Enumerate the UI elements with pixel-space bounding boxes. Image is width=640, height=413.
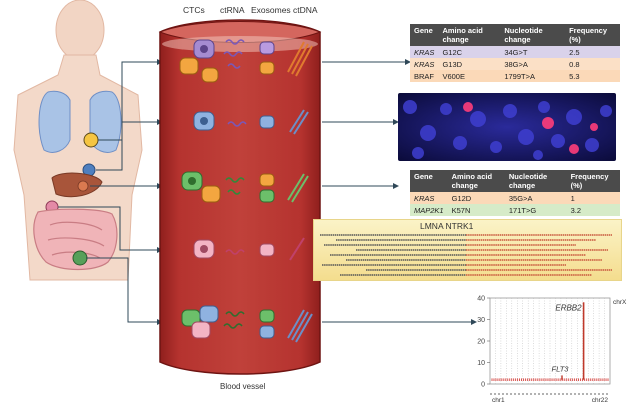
ctc-nucleus-3	[188, 177, 196, 185]
sequence-reads	[320, 234, 612, 276]
header-ctrna: ctRNA	[220, 5, 245, 15]
freq-cell: 2.5	[569, 47, 580, 57]
exosome-1	[259, 41, 275, 55]
freq-cell: 1	[570, 193, 575, 203]
blood-vessel	[158, 19, 322, 375]
fluorescence-micrograph	[398, 93, 616, 161]
nt-cell: 34G>T	[504, 47, 528, 57]
vessel-caption: Blood vessel	[220, 382, 266, 391]
chart-ytick-label: 40	[477, 296, 485, 303]
t1-col-nt: Nucleotide change	[500, 24, 566, 46]
ctrna-strands	[223, 39, 245, 69]
row3-components	[181, 171, 309, 203]
ctc-cell-orange	[179, 57, 199, 75]
row1-components	[179, 39, 313, 83]
table-row: KRAS G12D 35G>A 1	[410, 192, 620, 204]
vessel-body	[159, 19, 321, 375]
ctc-cell-pink-2	[191, 321, 211, 339]
gene-cell: KRAS	[414, 59, 435, 69]
t1-col-gene: Gene	[410, 24, 439, 46]
chart-ytick-label: 20	[477, 339, 485, 346]
mutation-table-2: Gene Amino acid change Nucleotide change…	[410, 170, 620, 216]
nt-cell: 1799T>A	[504, 71, 535, 81]
exosome-6	[259, 243, 275, 257]
freq-cell: 3.2	[570, 205, 582, 215]
header-exosomes: Exosomes	[251, 5, 291, 15]
nt-cell: 38G>A	[504, 59, 528, 69]
ctrna-strands-5	[223, 311, 245, 329]
t2-col-gene: Gene	[410, 170, 448, 192]
chart-x-end-label: chr22	[592, 397, 609, 404]
chart-ytick-label: 0	[481, 382, 485, 389]
row2-components	[193, 109, 309, 135]
ctc-cell-orange-3	[201, 185, 221, 203]
exosome-3	[259, 115, 275, 129]
chart-label-flt3: FLT3	[552, 364, 570, 373]
exosome-7	[259, 309, 275, 323]
t2-col-nt: Nucleotide change	[504, 170, 567, 192]
fusion-title: LMNA NTRK1	[420, 221, 474, 231]
t2-col-aa: Amino acid change	[447, 170, 505, 192]
table-row: BRAF V600E 1799T>A 5.3	[410, 70, 620, 82]
chart-ytick-label: 30	[477, 317, 485, 324]
aa-cell: G12D	[451, 193, 472, 203]
row5-components	[181, 305, 313, 343]
header-ctcs: CTCs	[183, 5, 205, 15]
table-row: KRAS G12C 34G>T 2.5	[410, 46, 620, 58]
t1-col-freq: Frequency (%)	[565, 24, 620, 46]
row4-components	[193, 237, 305, 261]
micrograph-image	[398, 93, 616, 161]
chart-ytick-label: 10	[477, 360, 485, 367]
arrow-row1	[98, 59, 163, 141]
aa-cell: K57N	[451, 205, 471, 215]
freq-cell: 5.3	[569, 71, 580, 81]
ctrna-strands-3	[225, 177, 245, 195]
exosome-8	[259, 325, 275, 339]
header-ctdna: ctDNA	[293, 5, 318, 15]
t2-col-freq: Frequency (%)	[566, 170, 620, 192]
aa-cell: G13D	[442, 59, 463, 69]
ctc-nucleus	[200, 45, 208, 53]
arrow-row5	[86, 257, 163, 325]
mutation-table-1: Gene Amino acid change Nucleotide change…	[410, 24, 620, 82]
nt-cell: 171T>G	[508, 205, 537, 215]
ctdna-fragments-2	[289, 109, 309, 135]
ctc-cell-blue-2	[199, 305, 219, 323]
nt-cell: 35G>A	[508, 193, 533, 203]
chart-x-start-label: chr1	[492, 397, 505, 404]
liver	[51, 172, 103, 198]
table-row: MAP2K1 K57N 171T>G 3.2	[410, 204, 620, 216]
freq-cell: 0.8	[569, 59, 580, 69]
ctrna-strand-2	[227, 121, 247, 127]
gene-cell: BRAF	[414, 71, 435, 81]
exosome-2	[259, 61, 275, 75]
ctdna-fragment-4	[289, 237, 305, 261]
gene-cell: KRAS	[414, 193, 435, 203]
left-lung	[38, 90, 71, 153]
liver-tumor	[77, 180, 89, 192]
ctc-nucleus-2	[200, 117, 208, 125]
human-silhouette	[13, 0, 143, 281]
ctc-cell-orange-2	[201, 67, 219, 83]
gene-cell: MAP2K1	[414, 205, 444, 215]
aa-cell: G12C	[442, 47, 463, 57]
table-row: KRAS G13D 38G>A 0.8	[410, 58, 620, 70]
aa-cell: V600E	[442, 71, 465, 81]
t1-col-aa: Amino acid change	[438, 24, 501, 46]
chart-corner-label: chrX	[613, 299, 627, 306]
arrow-row2	[96, 119, 163, 171]
exosome-4	[259, 173, 275, 187]
ctdna-fragments-3	[287, 173, 309, 203]
ctrna-strand-4	[225, 249, 245, 255]
arrow-row4	[58, 206, 163, 253]
exosome-5	[259, 189, 275, 203]
vessel-contents	[179, 39, 313, 343]
ctdna-fragments-5	[287, 309, 313, 343]
chart-label-erbb2: ERBB2	[555, 303, 582, 312]
ctdna-fragments	[287, 41, 313, 77]
ctc-nucleus-4	[200, 245, 208, 253]
gene-cell: KRAS	[414, 47, 435, 57]
